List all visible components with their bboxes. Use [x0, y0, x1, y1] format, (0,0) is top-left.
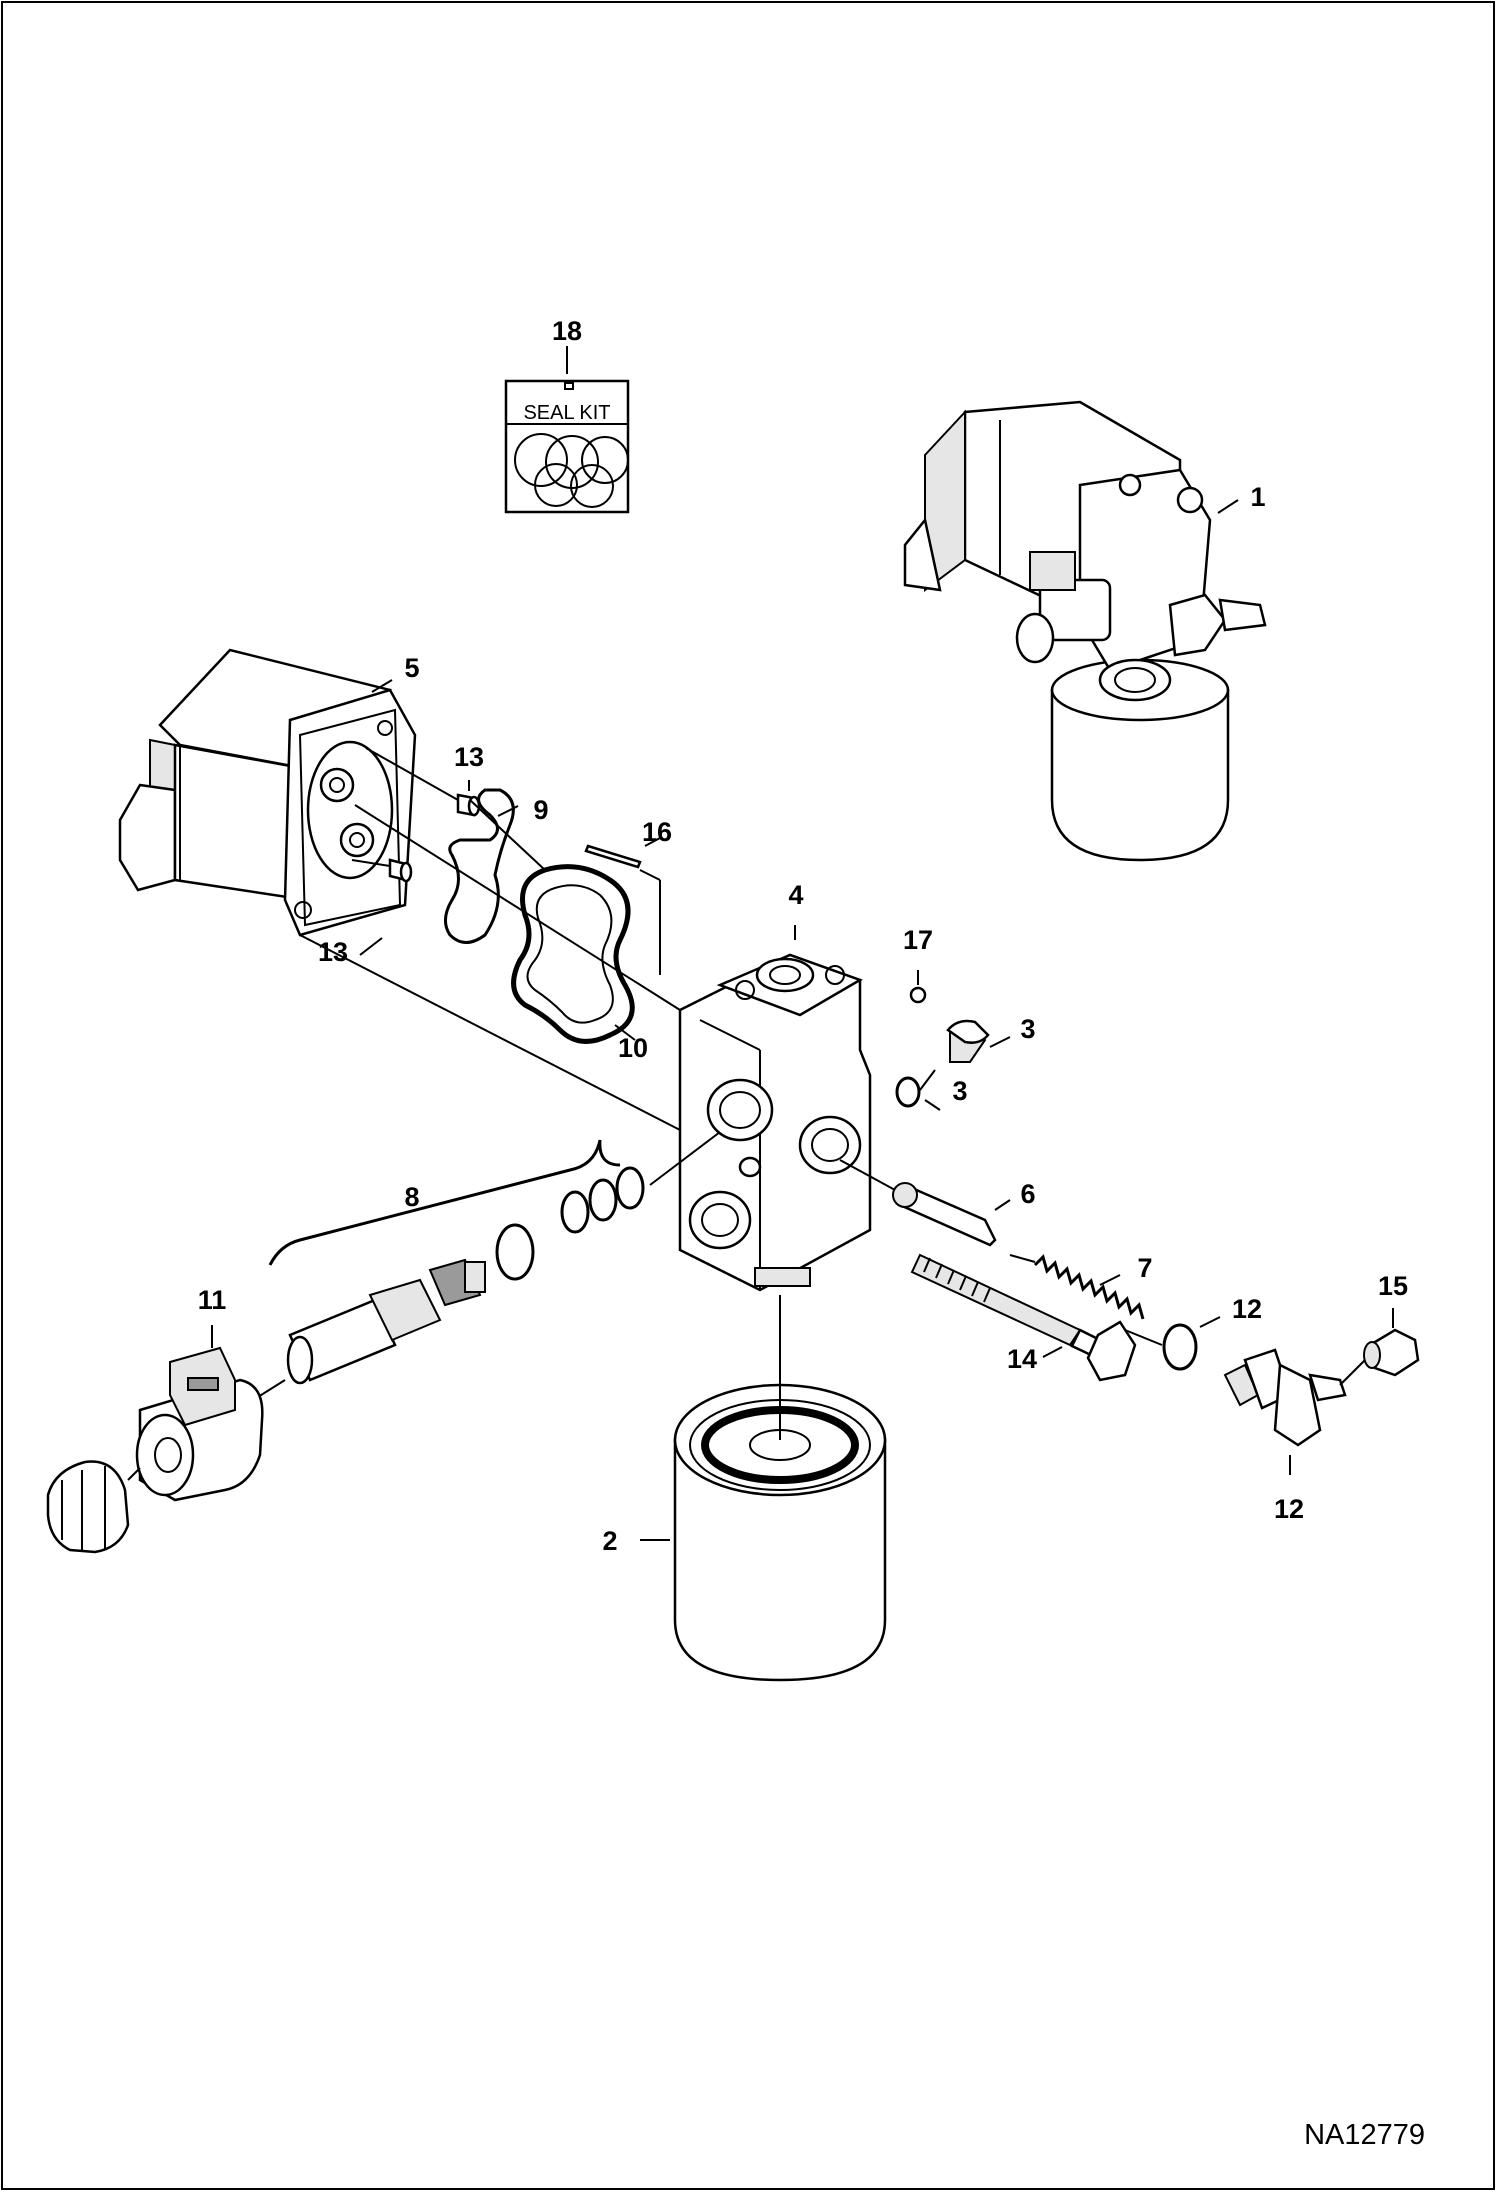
callout-18: 18 [552, 316, 582, 346]
callouts: 18 1 5 13 9 16 4 17 13 10 3 3 8 6 7 11 1… [198, 316, 1408, 1556]
cap-nut [1339, 1308, 1420, 1386]
callout-8: 8 [404, 1182, 419, 1212]
callout-5: 5 [404, 653, 419, 683]
cartridge-valve [249, 1131, 721, 1403]
callout-2: 2 [602, 1526, 617, 1556]
alignment-lines [299, 799, 681, 1131]
roll-pin [584, 837, 661, 975]
wear-plate-seal [444, 788, 519, 944]
callout-3-lower: 3 [952, 1076, 967, 1106]
callout-11: 11 [198, 1285, 227, 1315]
seal-kit-orings [514, 433, 629, 508]
long-bolt [910, 1253, 1137, 1382]
callout-13-upper: 13 [454, 742, 484, 772]
callout-12-lower: 12 [1274, 1494, 1304, 1524]
spring [1009, 1254, 1145, 1320]
callout-7: 7 [1137, 1253, 1152, 1283]
callout-12-upper: 12 [1232, 1294, 1262, 1324]
callout-1: 1 [1250, 482, 1265, 512]
dowel-pin-lower [351, 858, 413, 956]
drawing-id: NA12779 [1304, 2119, 1425, 2151]
gasket [511, 864, 636, 1044]
check-ball [909, 970, 927, 1004]
gear-pump [118, 648, 417, 937]
callout-6: 6 [1020, 1179, 1035, 1209]
callout-15: 15 [1378, 1271, 1408, 1301]
fitting-oring [1124, 1316, 1221, 1371]
callout-10: 10 [618, 1033, 648, 1063]
assembled-pump-filter [903, 400, 1267, 862]
filter-element [640, 1295, 887, 1682]
elbow-fitting [1223, 1348, 1347, 1475]
callout-17: 17 [903, 925, 933, 955]
callout-3-upper: 3 [1020, 1014, 1035, 1044]
coil-nut [46, 1460, 141, 1554]
poppet [839, 1159, 1011, 1247]
plug [946, 1019, 1011, 1063]
callout-14: 14 [1007, 1344, 1037, 1374]
callout-13-lower: 13 [318, 937, 348, 967]
callout-9: 9 [533, 795, 548, 825]
filter-head [678, 925, 872, 1292]
seal-kit-card: SEAL KIT [504, 346, 630, 514]
callout-4: 4 [788, 880, 803, 910]
solenoid-coil [135, 1325, 264, 1502]
seal-kit-label: SEAL KIT [523, 402, 610, 424]
callout-16: 16 [642, 817, 672, 847]
plug-oring [895, 1069, 941, 1111]
